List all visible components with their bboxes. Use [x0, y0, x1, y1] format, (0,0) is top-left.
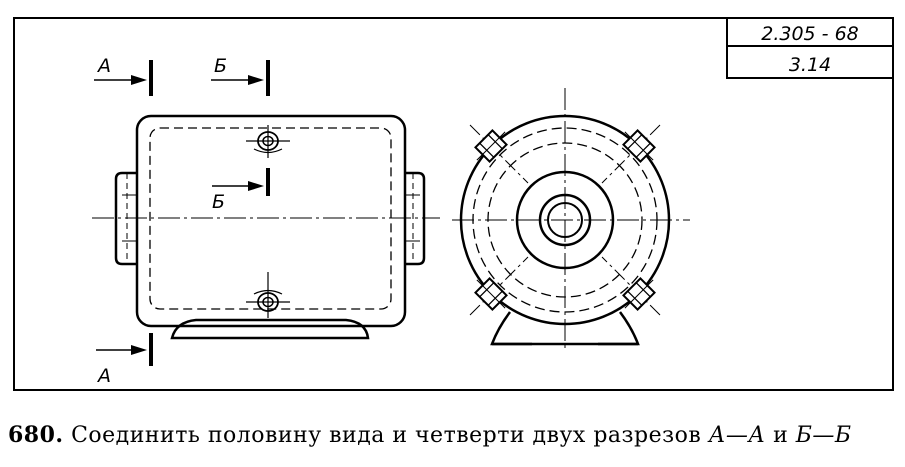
section-mark-b-middle: Б: [212, 168, 270, 213]
figure-caption: 680. Соединить половину вида и четверти …: [8, 422, 900, 448]
section-mark-a-top: А: [94, 55, 153, 96]
title-block-clause: 3.14: [789, 54, 831, 76]
bottom-bolt: [246, 272, 290, 318]
section-mark-b-top: Б: [211, 55, 270, 96]
motor-body: [135, 114, 407, 328]
hidden-inner-contour: [149, 127, 392, 310]
boss-top-right: [622, 129, 656, 163]
base-foot: [170, 318, 370, 340]
side-view: [452, 88, 690, 350]
caption-section-b: Б—Б: [795, 423, 852, 448]
drawing-frame: [13, 17, 894, 391]
front-view: [92, 114, 440, 340]
caption-text: Соединить половину вида и четверти двух …: [63, 423, 709, 448]
title-block-standard: 2.305 - 68: [761, 23, 859, 45]
boss-bottom-left: [474, 277, 508, 311]
section-label-a-bottom: А: [96, 365, 111, 387]
caption-section-a: А—А: [708, 423, 766, 448]
section-label-b-top: Б: [214, 55, 227, 77]
title-block: 2.305 - 68 3.14: [726, 17, 894, 79]
caption-conjunction: и: [765, 423, 796, 448]
section-mark-a-bottom: А: [96, 333, 153, 387]
boss-bottom-right: [622, 277, 656, 311]
right-end-bell: [405, 171, 426, 266]
top-bolt: [246, 125, 290, 158]
boss-top-left: [474, 129, 508, 163]
section-label-a-top: А: [96, 55, 111, 77]
section-label-b-middle: Б: [212, 191, 225, 213]
left-end-bell: [114, 171, 137, 266]
technical-drawing: 2.305 - 68 3.14: [13, 17, 894, 391]
caption-number: 680.: [8, 422, 64, 448]
